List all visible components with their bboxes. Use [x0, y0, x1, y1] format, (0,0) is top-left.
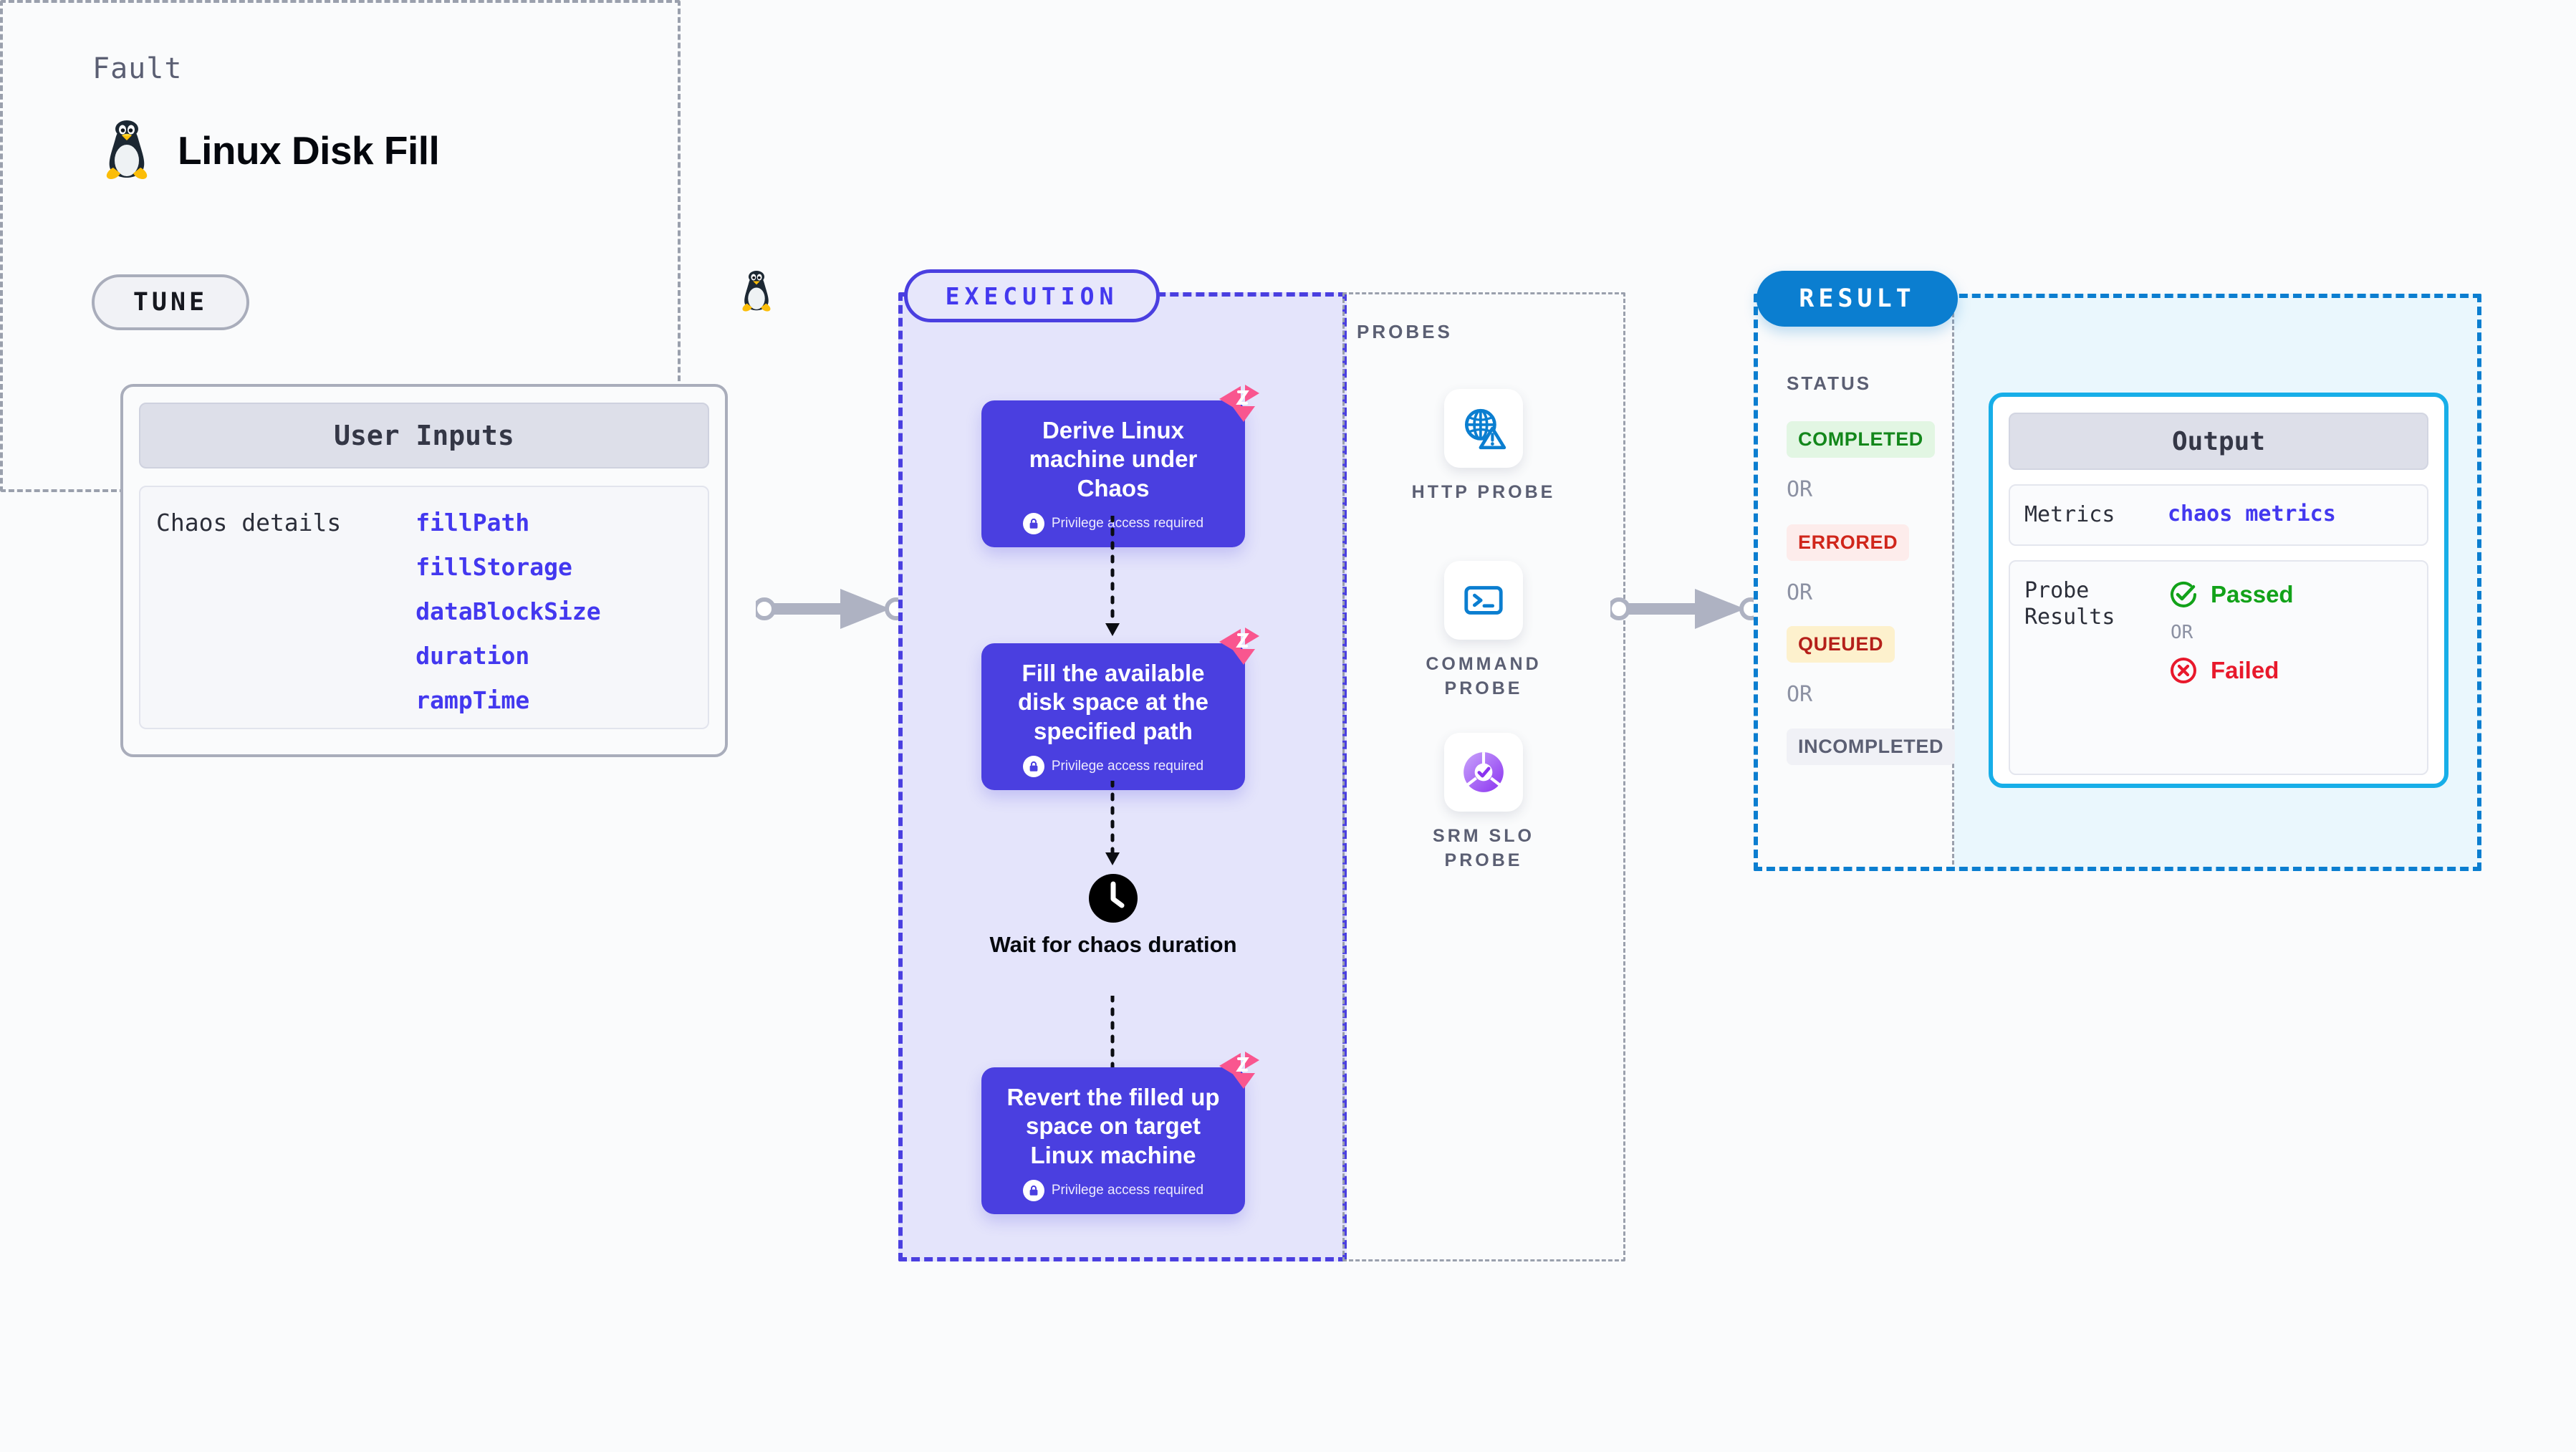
- litmus-fault-icon: [1219, 1052, 1259, 1089]
- probe-results-values: Passed OR Failed: [2168, 577, 2294, 686]
- result-section: [1754, 294, 2481, 871]
- execution-wait-node: Wait for chaos duration: [981, 872, 1245, 958]
- check-circle-icon: [2171, 581, 2196, 607]
- chaos-param-duration[interactable]: duration: [415, 642, 530, 670]
- execution-step-privilege-text: Privilege access required: [1051, 1182, 1204, 1198]
- linux-penguin-icon: [100, 120, 153, 181]
- probe-label: COMMAND PROBE: [1426, 654, 1542, 698]
- output-probe-results-key: Probe Results: [2024, 577, 2115, 630]
- lock-icon: [1022, 1179, 1044, 1201]
- execution-step-title: Revert the filled up space on target Lin…: [1006, 1084, 1220, 1168]
- output-metrics-value[interactable]: chaos metrics: [2168, 501, 2336, 527]
- status-or-1: OR: [1787, 477, 1813, 502]
- lock-icon: [1022, 512, 1044, 534]
- probe-result-passed-label: Passed: [2211, 580, 2294, 607]
- execution-step-privilege: Privilege access required: [996, 1179, 1231, 1201]
- execution-step-revert-space[interactable]: Revert the filled up space on target Lin…: [981, 1052, 1259, 1214]
- probe-http[interactable]: HTTP PROBE: [1401, 389, 1566, 505]
- result-status-column: [1754, 294, 1954, 871]
- status-badge-queued: QUEUED: [1787, 626, 1895, 663]
- probe-command[interactable]: COMMAND PROBE: [1401, 561, 1566, 701]
- status-or-2: OR: [1787, 580, 1813, 605]
- output-card: Output Metrics chaos metrics Probe Resul…: [1989, 393, 2448, 788]
- probe-result-failed-label: Failed: [2211, 656, 2279, 683]
- connector-tune-to-execution: [756, 589, 908, 629]
- chaos-params-list: fillPath fillStorage dataBlockSize durat…: [415, 509, 600, 728]
- probe-result-failed: Failed: [2168, 655, 2294, 686]
- output-header: Output: [2009, 413, 2428, 470]
- tune-linux-penguin-icon: [738, 271, 775, 316]
- connector-probes-to-result: [1610, 589, 1762, 629]
- globe-warning-icon: [1464, 408, 1506, 450]
- status-or-3: OR: [1787, 682, 1813, 707]
- x-circle-icon: [2171, 657, 2196, 683]
- lock-icon: [1022, 755, 1044, 777]
- probe-label: SRM SLO PROBE: [1433, 826, 1534, 870]
- chaos-param-ramptime[interactable]: rampTime: [415, 686, 530, 714]
- execution-step-title: Fill the available disk space at the spe…: [1018, 660, 1208, 744]
- tune-badge: TUNE: [92, 274, 249, 330]
- fault-kicker-label: Fault: [92, 52, 183, 85]
- result-badge: RESULT: [1756, 271, 1958, 327]
- probe-srm-slo[interactable]: SRM SLO PROBE: [1401, 733, 1566, 873]
- execution-badge: EXECUTION: [904, 269, 1160, 322]
- execution-step-title: Derive Linux machine under Chaos: [1029, 417, 1198, 501]
- connector-step1-to-step2: [1105, 516, 1120, 636]
- output-metrics-key: Metrics: [2024, 502, 2115, 527]
- execution-step-privilege: Privilege access required: [996, 512, 1231, 534]
- execution-step-derive-machine[interactable]: Derive Linux machine under Chaos Privile…: [981, 385, 1259, 547]
- probe-label: HTTP PROBE: [1411, 482, 1556, 502]
- output-metrics-row: Metrics chaos metrics: [2009, 484, 2428, 546]
- litmus-fault-icon: [1219, 385, 1259, 422]
- status-badge-completed: COMPLETED: [1787, 421, 1935, 458]
- page-title: Linux Disk Fill: [178, 128, 440, 173]
- chaos-param-fillpath[interactable]: fillPath: [415, 509, 530, 537]
- user-inputs-card: User Inputs Chaos details fillPath fillS…: [120, 384, 728, 757]
- clock-icon: [1089, 874, 1138, 923]
- user-inputs-header: User Inputs: [139, 403, 709, 468]
- probes-section-label: PROBES: [1357, 321, 1453, 342]
- status-badge-errored: ERRORED: [1787, 524, 1910, 561]
- probe-card: [1444, 561, 1523, 640]
- status-badge-incompleted: INCOMPLETED: [1787, 729, 1956, 765]
- slo-donut-check-icon: [1464, 752, 1504, 792]
- probes-section: [1342, 292, 1625, 1261]
- terminal-icon: [1464, 586, 1503, 615]
- chaos-param-fillstorage[interactable]: fillStorage: [415, 553, 572, 581]
- probe-card: [1444, 733, 1523, 812]
- connector-step2-to-wait: [1105, 781, 1120, 865]
- execution-step-fill-disk[interactable]: Fill the available disk space at the spe…: [981, 628, 1259, 790]
- probe-result-or: OR: [2171, 621, 2193, 643]
- chaos-param-datablocksize[interactable]: dataBlockSize: [415, 597, 601, 625]
- fault-title-row: Linux Disk Fill: [100, 120, 440, 181]
- chaos-details-label: Chaos details: [156, 509, 342, 537]
- execution-step-privilege: Privilege access required: [996, 755, 1231, 777]
- status-label: STATUS: [1787, 372, 1872, 394]
- litmus-fault-icon: [1219, 628, 1259, 665]
- output-probe-results-row: Probe Results Passed OR Failed: [2009, 559, 2428, 775]
- probe-result-passed: Passed: [2168, 579, 2294, 610]
- execution-step-privilege-text: Privilege access required: [1051, 515, 1204, 531]
- execution-step-privilege-text: Privilege access required: [1051, 758, 1204, 774]
- execution-wait-label: Wait for chaos duration: [989, 932, 1237, 957]
- user-inputs-body: Chaos details fillPath fillStorage dataB…: [139, 486, 709, 729]
- probe-card: [1444, 389, 1523, 468]
